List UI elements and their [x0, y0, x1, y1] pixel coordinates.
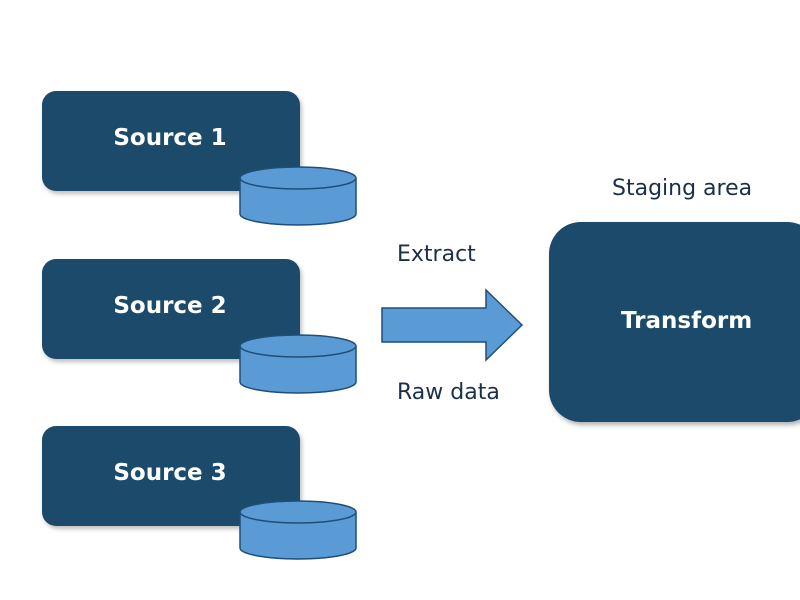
database-icon-1: [239, 166, 357, 226]
extract-label: Extract: [397, 242, 476, 267]
database-icon-2: [239, 334, 357, 394]
extract-arrow: [381, 288, 524, 362]
raw-data-label: Raw data: [397, 380, 500, 405]
transform-node: Transform: [549, 222, 800, 422]
source-node-1: Source 1: [42, 91, 300, 191]
transform-label: Transform: [621, 308, 753, 334]
source-label-1: Source 1: [113, 125, 227, 151]
source-label-2: Source 2: [113, 293, 227, 319]
source-label-3: Source 3: [113, 460, 227, 486]
database-icon-3: [239, 500, 357, 560]
staging-area-caption: Staging area: [612, 176, 753, 201]
